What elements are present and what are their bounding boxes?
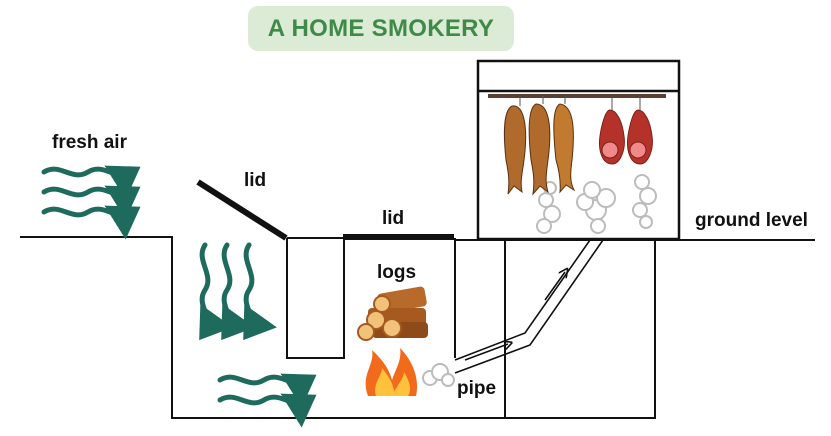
pipe-label: pipe (457, 378, 497, 399)
smoke-pipe (454, 239, 604, 374)
logs-label: logs (377, 262, 417, 283)
open-lid-label: lid (244, 170, 267, 191)
fire-pit-wall-left (286, 238, 345, 359)
fish-icon (503, 96, 576, 196)
diagram-title: A HOME SMOKERY (267, 14, 495, 42)
smoke-icon (422, 174, 657, 387)
ham-icon (599, 96, 653, 165)
wind-arrows-icon (41, 165, 141, 240)
fire-icon (365, 348, 418, 396)
fresh-air-label: fresh air (52, 132, 127, 153)
ground-level-label: ground level (695, 210, 808, 231)
title-badge: A HOME SMOKERY (248, 6, 514, 51)
ground-line-left (20, 236, 656, 419)
logs-icon (357, 286, 428, 341)
closed-lid-label: lid (382, 208, 405, 229)
downflow-arrows-icon (199, 242, 277, 341)
open-lid (196, 179, 288, 241)
smokehouse (476, 59, 681, 241)
bottom-air-arrows-icon (217, 373, 317, 428)
